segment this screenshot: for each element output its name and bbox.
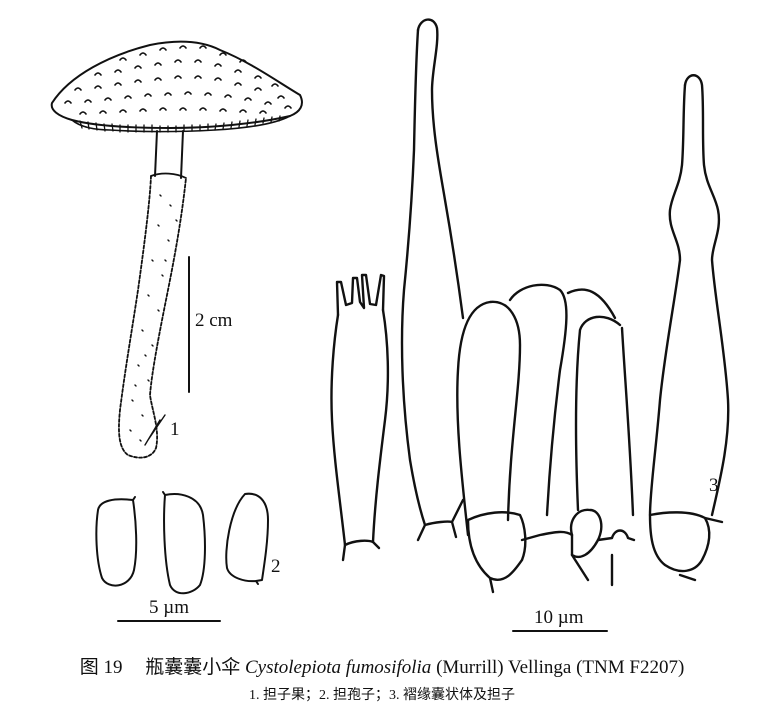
authority: (Murrill) Vellinga <box>436 657 572 678</box>
panel-label-3: 3 <box>709 475 719 496</box>
scale-label-10um: 10 µm <box>534 607 584 628</box>
panel-label-2: 2 <box>271 556 281 577</box>
latin-name: Cystolepiota fumosifolia <box>245 657 432 678</box>
cystidia-basidium-drawing <box>330 18 730 594</box>
scale-label-5um: 5 µm <box>149 597 189 618</box>
figure-subcaption: 1. 担子果；2. 担孢子；3. 褶缘囊状体及担子 <box>249 688 515 703</box>
spores-drawing <box>95 491 269 595</box>
figure-caption: 图 19 瓶囊囊小伞 Cystolepiota fumosifolia (Mur… <box>0 652 764 679</box>
figure-number: 图 19 <box>79 657 123 678</box>
panel-label-1: 1 <box>170 419 180 440</box>
basidiocarp-drawing <box>50 40 303 459</box>
specimen-id: (TNM F2207) <box>576 657 685 678</box>
chinese-name: 瓶囊囊小伞 <box>145 657 241 678</box>
scale-label-2cm: 2 cm <box>195 310 233 331</box>
